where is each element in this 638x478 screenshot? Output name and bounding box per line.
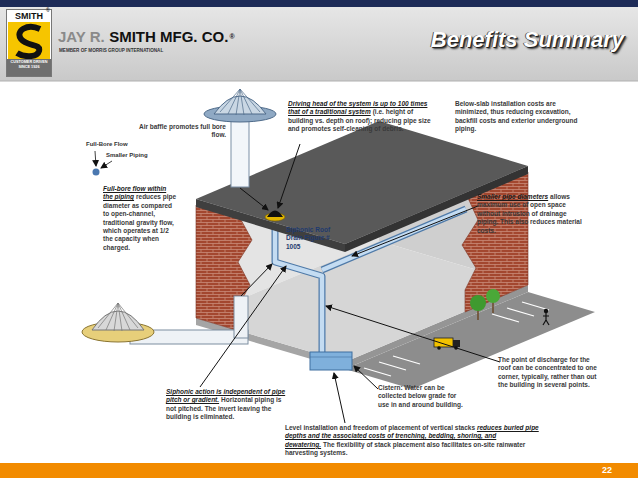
drain-detail-bottom xyxy=(234,296,248,338)
parking-lot xyxy=(507,308,534,316)
footer-band: 22 xyxy=(0,463,638,478)
callout-text: ® xyxy=(229,33,234,40)
roof-drain xyxy=(265,211,285,222)
leader-lines xyxy=(352,206,478,256)
callout-text: JAY R. xyxy=(58,28,105,45)
leader-lines xyxy=(200,266,286,387)
text-block: MEMBER OF MORRIS GROUP INTERNATIONAL xyxy=(59,48,163,53)
text-block: Full-Bore Flow xyxy=(86,141,128,148)
drain-detail-top xyxy=(220,89,260,115)
callout-emphasis: Smaller pipe diameters xyxy=(477,193,548,200)
full-bore-icon xyxy=(101,161,112,168)
callout-text: Full-Bore Flow xyxy=(86,141,128,147)
text-block: JAY R.SMITH MFG. CO.® xyxy=(58,28,235,45)
leader-lines xyxy=(354,366,378,389)
full-bore-icon xyxy=(93,169,100,176)
roof-slab xyxy=(345,166,528,252)
callout-text: reduces pipe diameter as compared to ope… xyxy=(103,193,176,250)
text-block: Siphonic Roof Drain Figure # 1005 xyxy=(286,226,338,251)
leader-lines xyxy=(240,188,268,210)
logo-box: SMITH CUSTOMER DRIVEN SINCE 1926 xyxy=(6,9,52,77)
leader-lines xyxy=(326,306,500,362)
parking-lot xyxy=(492,314,519,322)
parking-lot xyxy=(522,302,549,310)
text-block: Level installation and freedom of placem… xyxy=(285,424,539,458)
callout-text: ® xyxy=(46,7,50,13)
leader-lines xyxy=(278,144,300,208)
drain-detail-top xyxy=(231,119,249,187)
leader-lines xyxy=(200,144,500,423)
leader-lines xyxy=(334,373,345,423)
header-band xyxy=(0,0,638,81)
cistern-tank xyxy=(310,352,352,370)
callout-text: Air baffle promotes full bore flow. xyxy=(139,123,226,138)
roof-drain xyxy=(267,211,283,218)
text-block: The point of discharge for the roof can … xyxy=(498,356,598,390)
trees xyxy=(470,295,486,311)
text-block: Siphonic action is independent of pipe p… xyxy=(166,388,292,422)
header-band xyxy=(0,7,638,81)
header-band xyxy=(0,81,638,82)
callout-text: MEMBER OF MORRIS GROUP INTERNATIONAL xyxy=(59,48,163,53)
person xyxy=(543,309,549,325)
parking-lot xyxy=(364,368,391,376)
drain-detail-bottom xyxy=(98,303,138,331)
cistern-tank xyxy=(310,357,352,358)
text-block: Full-bore flow within the pipingreduces … xyxy=(103,185,177,252)
logo-tagline: CUSTOMER DRIVEN SINCE 1926 xyxy=(7,59,51,76)
cistern-tank xyxy=(310,352,352,370)
callout-text: Cistern: Water can be collected below gr… xyxy=(378,384,463,408)
text-block: Smaller Piping xyxy=(106,152,148,159)
roof-slab xyxy=(196,199,345,252)
truck xyxy=(453,340,460,347)
drain-detail-top xyxy=(214,96,266,114)
text-block: Driving head of the system is up to 100 … xyxy=(288,100,438,134)
parking-lot xyxy=(393,356,420,364)
trees xyxy=(486,289,500,303)
text-block: ® xyxy=(46,8,50,13)
callout-text: Level installation and freedom of placem… xyxy=(285,424,475,431)
callout-text: SMITH MFG. CO. xyxy=(109,28,228,45)
slide-title: Benefits Summary xyxy=(431,27,624,53)
callout-text: The point of discharge for the roof can … xyxy=(498,356,597,388)
callout-text: Smaller Piping xyxy=(106,152,148,158)
logo-word: SMITH xyxy=(7,11,51,21)
leader-lines xyxy=(241,264,272,296)
person xyxy=(543,313,549,325)
full-bore-icon xyxy=(95,151,96,166)
text-block: Air baffle promotes full bore flow. xyxy=(136,123,226,140)
person xyxy=(544,309,547,312)
callout-text: Siphonic Roof Drain Figure # 1005 xyxy=(286,226,330,250)
page-number: 22 xyxy=(602,465,612,476)
trees xyxy=(470,289,500,320)
drain-detail-bottom xyxy=(92,311,144,330)
text-block: Cistern: Water can be collected below gr… xyxy=(378,384,464,409)
callout-text: Below-slab installation costs are minimi… xyxy=(455,100,577,132)
parking-lot xyxy=(379,362,406,370)
logo-swirl xyxy=(17,27,40,56)
logo-mark xyxy=(7,22,51,59)
logo-square xyxy=(8,22,50,59)
callout-text: The flexibility of stack placement also … xyxy=(285,441,525,456)
text-block: Below-slab installation costs are minimi… xyxy=(455,100,580,134)
text-block: Smaller pipe diametersallows maximum use… xyxy=(477,193,587,235)
header-band xyxy=(0,0,638,7)
drain-detail-bottom xyxy=(82,296,248,344)
truck xyxy=(437,346,441,350)
